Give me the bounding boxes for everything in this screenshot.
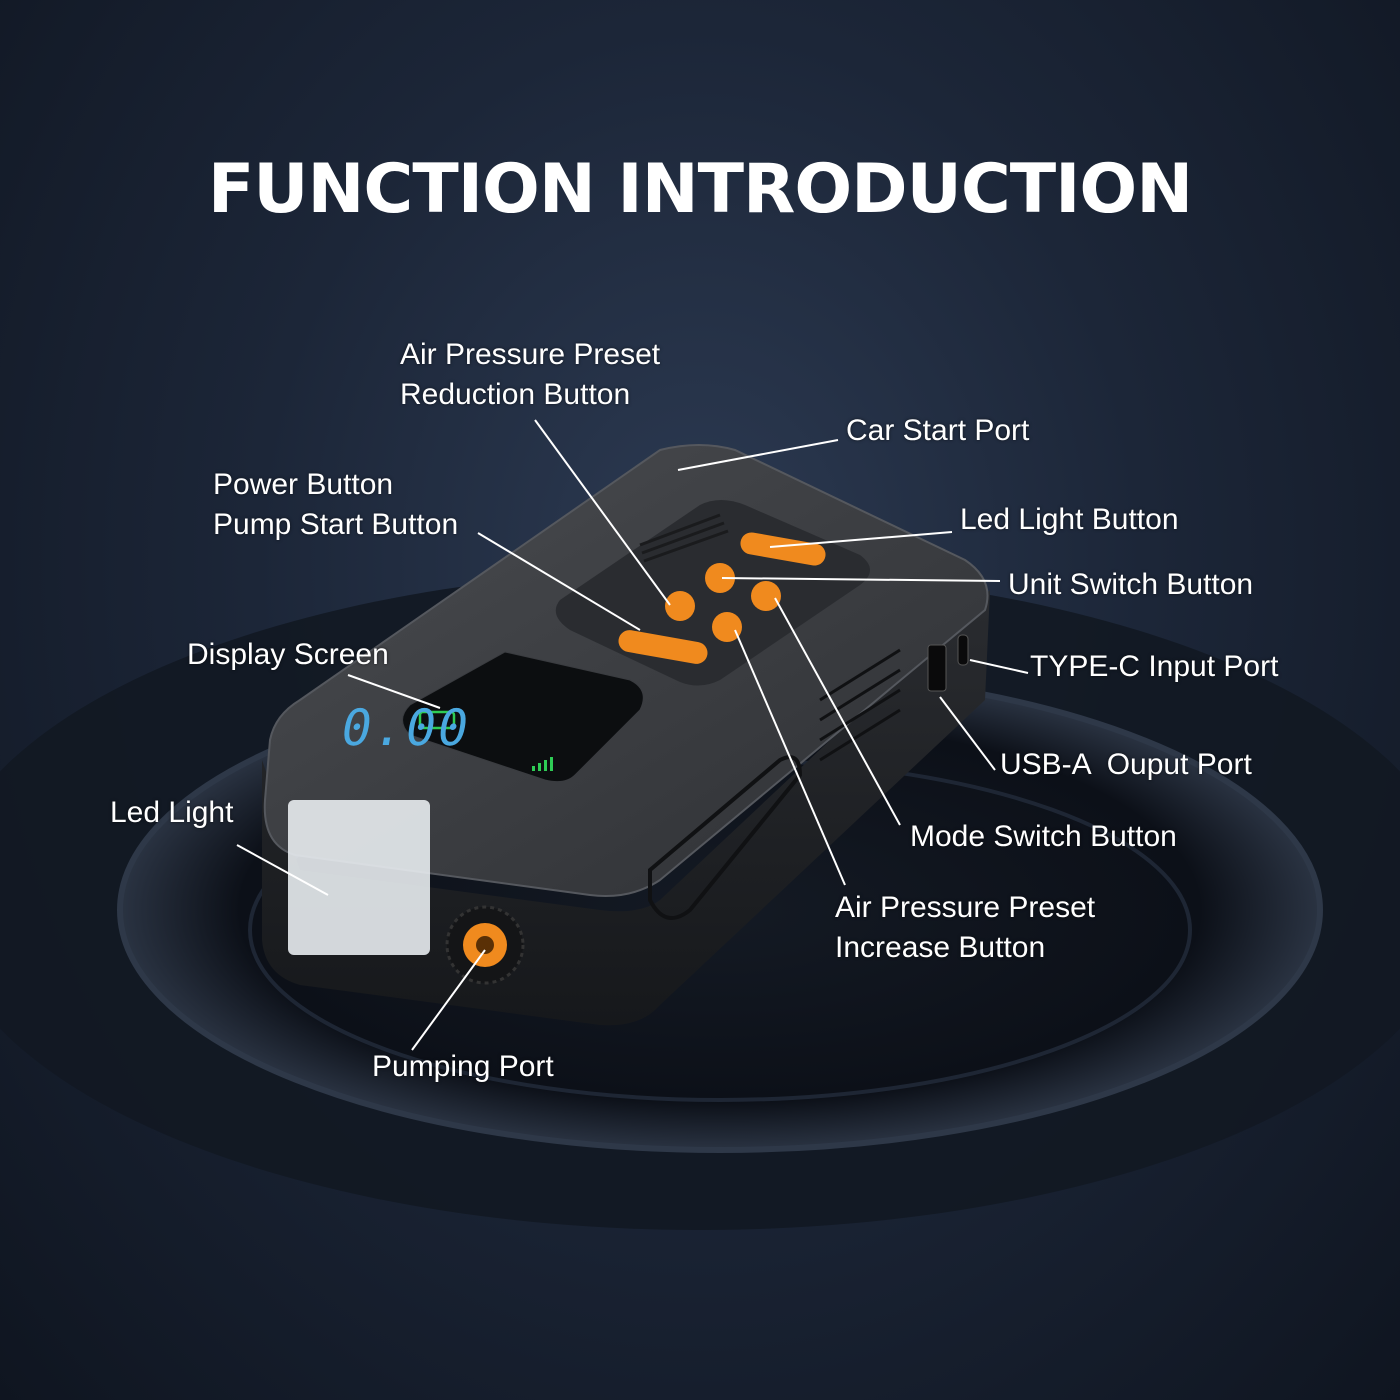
label-line: Air Pressure Preset — [400, 338, 661, 371]
display-screen — [402, 651, 644, 783]
label-line: Reduction Button — [400, 378, 631, 411]
label-line: Pump Start Button — [213, 508, 459, 541]
led-light-button[interactable] — [739, 531, 828, 568]
leader-power-button — [477, 532, 641, 631]
leader-reduction-button — [534, 419, 671, 606]
signal-icon — [532, 757, 553, 771]
leader-mode-switch-button — [774, 597, 901, 826]
power-button[interactable] — [617, 628, 709, 665]
reduction-button[interactable] — [665, 591, 695, 621]
mode-switch-button[interactable] — [751, 581, 781, 611]
label-reduction-button: Air Pressure Preset Reduction Button — [400, 335, 660, 415]
side-grip — [648, 755, 803, 920]
increase-button[interactable] — [712, 612, 742, 642]
battery-icon — [418, 710, 456, 730]
usb-a-port[interactable] — [927, 644, 947, 692]
label-led-light-button: Led Light Button — [960, 503, 1179, 536]
leader-increase-button — [734, 629, 846, 886]
page-title: FUNCTION INTRODUCTION — [207, 150, 1193, 229]
leader-lines — [236, 419, 1029, 1051]
tire-inflator-device: 0.00 — [262, 444, 990, 1026]
label-led-light: Led Light — [110, 796, 234, 829]
label-type-c-port: TYPE-C Input Port — [1030, 650, 1279, 683]
label-mode-switch-button: Mode Switch Button — [910, 820, 1177, 853]
pressure-readout: 0.00 — [337, 698, 476, 757]
control-buttons — [617, 531, 828, 665]
led-light — [288, 800, 430, 955]
label-display-screen: Display Screen — [187, 638, 389, 671]
leader-unit-switch-button — [721, 577, 1001, 582]
leader-car-start-port — [677, 439, 839, 471]
label-pumping-port: Pumping Port — [372, 1050, 554, 1083]
leader-pumping-port — [411, 949, 486, 1051]
car-start-port — [639, 513, 729, 563]
type-c-port[interactable] — [957, 634, 969, 666]
device-side — [262, 590, 990, 1026]
leader-display-screen — [347, 674, 441, 709]
label-increase-button: Air Pressure Preset Increase Button — [835, 888, 1095, 968]
label-line: Power Button — [213, 468, 394, 501]
label-line: Increase Button — [835, 931, 1046, 964]
label-unit-switch-button: Unit Switch Button — [1008, 568, 1254, 601]
leader-led-light-button — [769, 531, 953, 548]
side-vent-grill — [819, 648, 901, 762]
pumping-port-hole — [476, 936, 494, 954]
label-usb-a-port: USB-A Ouput Port — [1000, 748, 1252, 781]
label-car-start-port: Car Start Port — [846, 414, 1030, 447]
label-line: Air Pressure Preset — [835, 891, 1096, 924]
leader-type-c-port — [969, 659, 1029, 674]
label-power-button: Power Button Pump Start Button — [213, 465, 458, 545]
leader-usb-a-port — [939, 696, 996, 771]
unit-switch-button[interactable] — [705, 563, 735, 593]
leader-led-light — [236, 844, 329, 896]
